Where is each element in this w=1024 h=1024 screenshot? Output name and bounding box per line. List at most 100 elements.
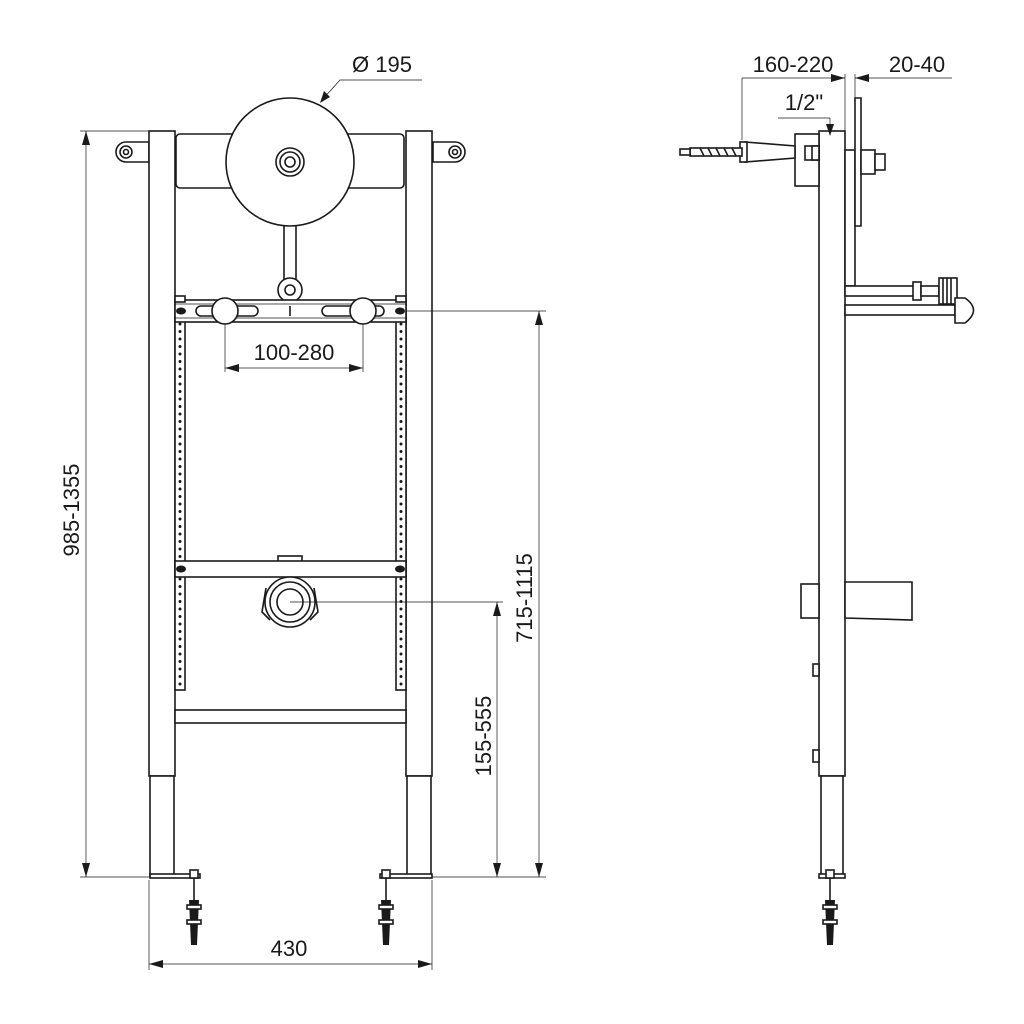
outlet-height-label: 155-555 — [471, 696, 496, 777]
rail-hole — [178, 517, 182, 521]
rail-hole — [399, 427, 403, 431]
rail-hole — [178, 660, 182, 663]
pipe-thread-label: 1/2" — [785, 90, 823, 115]
rail-hole — [178, 375, 182, 378]
diameter-label: Ø 195 — [352, 52, 412, 77]
rail-hole — [178, 412, 182, 416]
rail-hole — [178, 577, 182, 581]
rail-hole — [178, 487, 182, 491]
rail-hole — [399, 532, 403, 536]
left-leg — [149, 775, 175, 877]
rail-hole — [399, 465, 403, 468]
rail-hole — [399, 480, 403, 483]
rail-hole — [178, 652, 182, 656]
rail-hole — [178, 352, 182, 356]
rail-hole — [399, 615, 403, 618]
rail-hole — [178, 472, 182, 476]
rail-hole — [399, 577, 403, 581]
side-dimensions: 160-220 20-40 1/2" — [741, 52, 952, 140]
left-valve — [211, 297, 239, 325]
rail-hole — [178, 630, 182, 633]
tank-circle — [225, 97, 355, 227]
rail-hole — [399, 517, 403, 521]
rail-hole — [178, 615, 182, 618]
rail-hole — [178, 480, 182, 483]
front-view — [115, 97, 466, 945]
side-view — [679, 97, 975, 945]
rail-hole — [178, 435, 182, 438]
rail-hole — [399, 472, 403, 476]
rail-hole — [178, 682, 182, 686]
rail-hole — [178, 322, 182, 326]
rail-hole — [178, 585, 182, 588]
rail-hole — [178, 390, 182, 393]
total-height-label: 985-1355 — [59, 464, 84, 557]
rail-hole — [178, 540, 182, 543]
rail-hole — [399, 442, 403, 446]
wall-offset-label: 20-40 — [889, 52, 945, 77]
rail-hole — [399, 555, 403, 558]
depth-range-label: 160-220 — [753, 52, 834, 77]
side-supply-pipe — [679, 133, 820, 187]
front-dimensions: Ø 195 985-1355 715-1115 155-555 100-280 — [59, 52, 546, 970]
rail-hole — [178, 555, 182, 558]
rail-hole — [399, 457, 403, 461]
rail-hole — [399, 322, 403, 326]
rail-hole — [178, 592, 182, 596]
rail-hole — [178, 345, 182, 348]
rail-hole — [399, 540, 403, 543]
lower-crossbar — [174, 555, 407, 578]
rail-hole — [178, 637, 182, 641]
rail-hole — [178, 427, 182, 431]
rail-hole — [399, 525, 403, 528]
rail-hole — [399, 382, 403, 386]
rail-hole — [399, 495, 403, 498]
rail-hole — [399, 487, 403, 491]
rail-hole — [399, 502, 403, 506]
rail-hole — [399, 682, 403, 686]
rail-hole — [399, 547, 403, 551]
rail-hole — [178, 337, 182, 341]
bottom-crossbar — [174, 709, 407, 724]
rail-hole — [178, 330, 182, 333]
frame-width-label: 430 — [271, 936, 308, 961]
rail-hole — [178, 397, 182, 401]
right-frame-post — [405, 130, 433, 777]
side-flush-pipes — [844, 277, 975, 324]
right-valve — [349, 297, 377, 325]
connection-height-label: 715-1115 — [512, 553, 537, 643]
rail-hole — [178, 675, 182, 678]
rail-hole — [178, 667, 182, 671]
rail-hole — [399, 352, 403, 356]
rail-hole — [399, 360, 403, 363]
rail-hole — [399, 630, 403, 633]
rail-hole — [178, 465, 182, 468]
rail-hole — [178, 502, 182, 506]
rail-hole — [399, 450, 403, 453]
rail-hole — [399, 667, 403, 671]
side-outlet — [800, 581, 913, 621]
rail-hole — [399, 592, 403, 596]
rail-hole — [399, 637, 403, 641]
rail-hole — [399, 607, 403, 611]
rail-hole — [178, 622, 182, 626]
rail-hole — [399, 405, 403, 408]
rail-hole — [399, 600, 403, 603]
side-frame-post — [818, 130, 846, 777]
rail-hole — [178, 360, 182, 363]
rail-hole — [399, 367, 403, 371]
rail-hole — [399, 622, 403, 626]
rail-hole — [399, 390, 403, 393]
rail-hole — [399, 412, 403, 416]
rail-hole — [178, 382, 182, 386]
rail-hole — [178, 600, 182, 603]
rail-hole — [399, 345, 403, 348]
rail-hole — [178, 420, 182, 423]
rail-hole — [399, 645, 403, 648]
rail-hole — [399, 337, 403, 341]
right-perforated-rail — [395, 315, 407, 691]
valve-crossbar — [174, 295, 407, 325]
rail-hole — [178, 645, 182, 648]
rail-hole — [399, 510, 403, 513]
side-leg — [820, 775, 844, 877]
